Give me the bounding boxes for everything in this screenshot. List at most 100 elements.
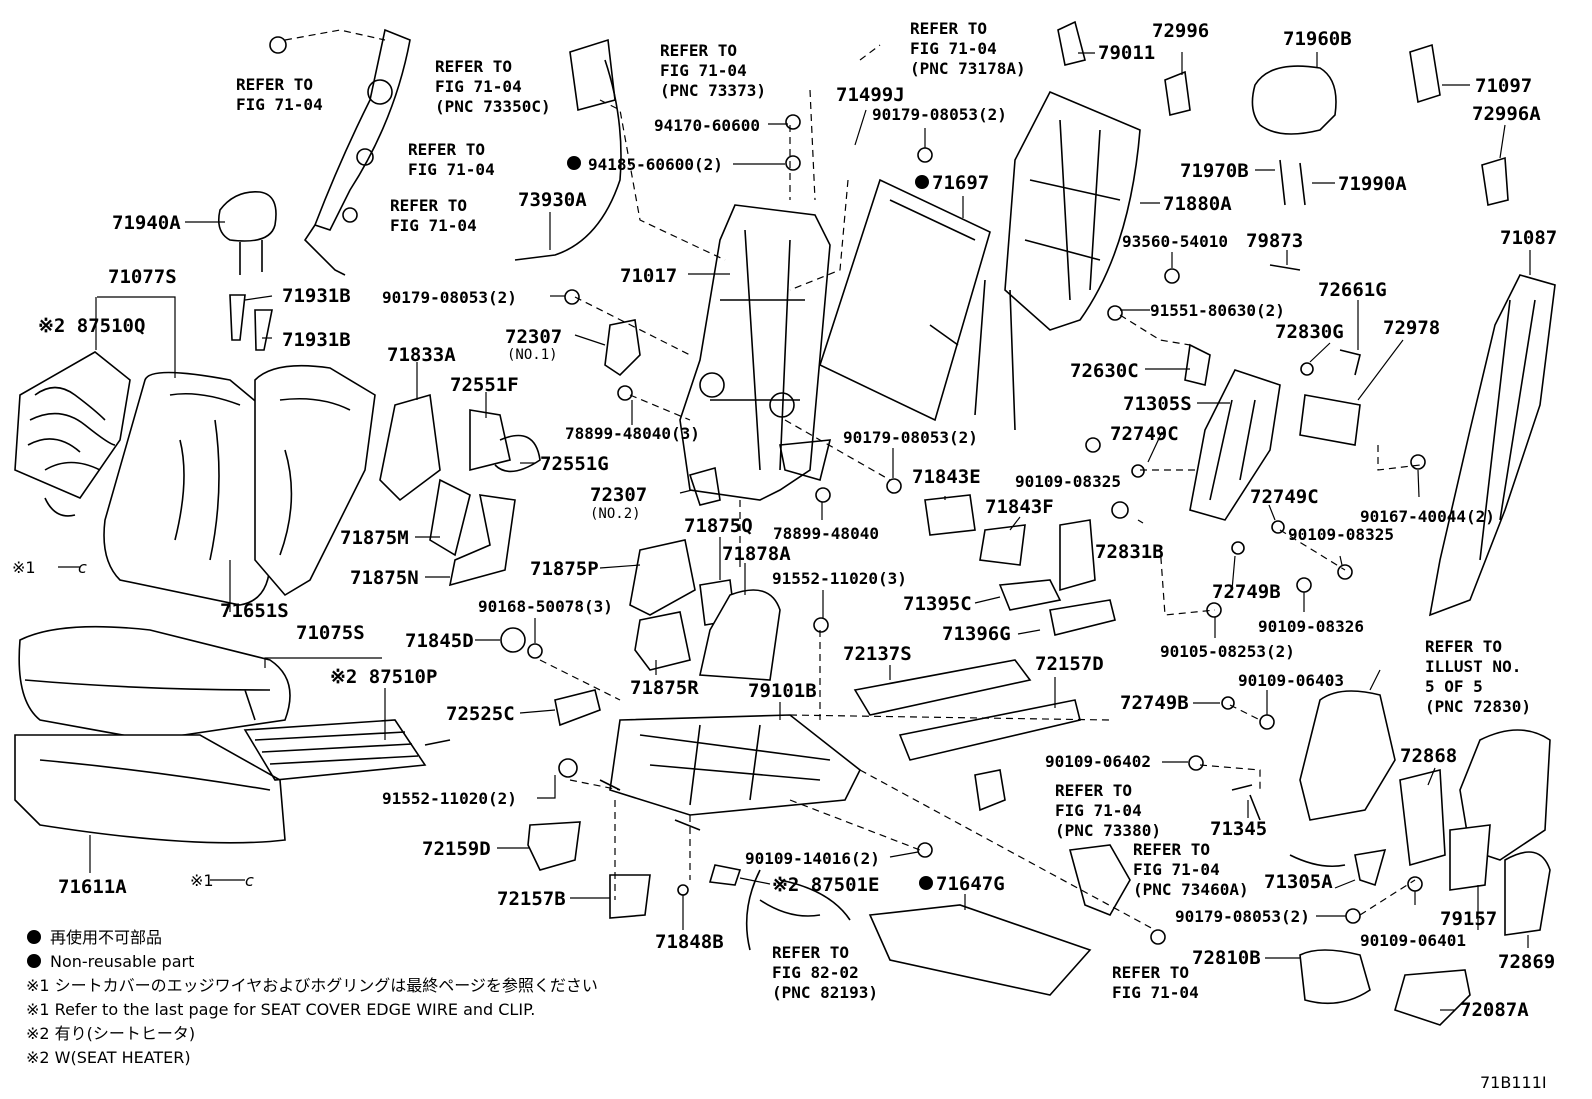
label-90109-08325-b[interactable]: 90109-08325: [1288, 525, 1394, 544]
label-79873[interactable]: 79873: [1246, 230, 1303, 252]
label-72996A[interactable]: 72996A: [1472, 103, 1541, 125]
refer-note[interactable]: REFER TO FIG 71-04: [408, 140, 495, 179]
label-71611A[interactable]: 71611A: [58, 876, 127, 898]
label-71345[interactable]: 71345: [1210, 818, 1267, 840]
refer-note[interactable]: REFER TO FIG 71-04 (PNC 73460A): [1133, 840, 1249, 899]
label-91552-11020-3[interactable]: 91552-11020(3): [772, 569, 907, 588]
label-90109-06401[interactable]: 90109-06401: [1360, 931, 1466, 950]
label-90179-08053-d[interactable]: 90179-08053(2): [1175, 907, 1310, 926]
label-72831B[interactable]: 72831B: [1095, 541, 1164, 563]
label-71077S[interactable]: 71077S: [108, 266, 177, 288]
label-72749C-a[interactable]: 72749C: [1110, 423, 1179, 445]
label-90179-08053-a[interactable]: 90179-08053(2): [382, 288, 517, 307]
refer-note[interactable]: REFER TO FIG 71-04 (PNC 73350C): [435, 57, 551, 116]
label-91551-80630[interactable]: 91551-80630(2): [1150, 301, 1285, 320]
refer-note[interactable]: REFER TO FIG 71-04: [390, 196, 477, 235]
label-90109-06402[interactable]: 90109-06402: [1045, 752, 1151, 771]
label-71097[interactable]: 71097: [1475, 75, 1532, 97]
label-94185-60600[interactable]: 94185-60600(2): [588, 155, 723, 174]
label-72661G[interactable]: 72661G: [1318, 279, 1387, 301]
label-90105-08253[interactable]: 90105-08253(2): [1160, 642, 1295, 661]
label-71848B[interactable]: 71848B: [655, 931, 724, 953]
label-90109-14016[interactable]: 90109-14016(2): [745, 849, 880, 868]
label-71087[interactable]: 71087: [1500, 227, 1557, 249]
label-71843E[interactable]: 71843E: [912, 466, 981, 488]
label-71875N[interactable]: 71875N: [350, 567, 419, 589]
label-72810B[interactable]: 72810B: [1192, 947, 1261, 969]
refer-note[interactable]: REFER TO FIG 71-04: [236, 75, 323, 114]
label-71878A[interactable]: 71878A: [722, 543, 791, 565]
label-78899-48040[interactable]: 78899-48040: [773, 524, 879, 543]
label-71875Q[interactable]: 71875Q: [684, 515, 753, 537]
label-71880A[interactable]: 71880A: [1163, 193, 1232, 215]
label-72868[interactable]: 72868: [1400, 745, 1457, 767]
label-72307-no2[interactable]: 72307: [590, 484, 647, 506]
refer-note[interactable]: REFER TO FIG 71-04 (PNC 73373): [660, 41, 766, 100]
label-72978[interactable]: 72978: [1383, 317, 1440, 339]
label-71305A[interactable]: 71305A: [1264, 871, 1333, 893]
label-87501E[interactable]: ※2 87501E: [772, 874, 879, 896]
label-72749B-a[interactable]: 72749B: [1212, 581, 1281, 603]
label-87510P[interactable]: ※2 87510P: [330, 666, 437, 688]
label-90179-08053-b[interactable]: 90179-08053(2): [872, 105, 1007, 124]
label-72159D[interactable]: 72159D: [422, 838, 491, 860]
label-90109-06403[interactable]: 90109-06403: [1238, 671, 1344, 690]
label-71875R[interactable]: 71875R: [630, 677, 699, 699]
label-71931B-upper[interactable]: 71931B: [282, 285, 351, 307]
label-72749B-b[interactable]: 72749B: [1120, 692, 1189, 714]
label-72630C[interactable]: 72630C: [1070, 360, 1139, 382]
label-72551G[interactable]: 72551G: [540, 453, 609, 475]
label-79101B[interactable]: 79101B: [748, 680, 817, 702]
label-71931B-lower[interactable]: 71931B: [282, 329, 351, 351]
refer-note[interactable]: REFER TO FIG 71-04 (PNC 73380): [1055, 781, 1161, 840]
label-72996[interactable]: 72996: [1152, 20, 1209, 42]
label-90109-08326[interactable]: 90109-08326: [1258, 617, 1364, 636]
label-71305S[interactable]: 71305S: [1123, 393, 1192, 415]
label-72830G[interactable]: 72830G: [1275, 321, 1344, 343]
label-71396G[interactable]: 71396G: [942, 623, 1011, 645]
label-71651S[interactable]: 71651S: [220, 600, 289, 622]
label-71833A[interactable]: 71833A: [387, 344, 456, 366]
label-71499J[interactable]: 71499J: [836, 84, 905, 106]
label-72137S[interactable]: 72137S: [843, 643, 912, 665]
label-78899-48040-3[interactable]: 78899-48040(3): [565, 424, 700, 443]
refer-note[interactable]: REFER TO FIG 71-04: [1112, 963, 1199, 1002]
label-90109-08325-a[interactable]: 90109-08325: [1015, 472, 1121, 491]
refer-note[interactable]: REFER TO ILLUST NO. 5 OF 5 (PNC 72830): [1425, 637, 1531, 716]
label-71017[interactable]: 71017: [620, 265, 677, 287]
label-71875M[interactable]: 71875M: [340, 527, 409, 549]
label-71647G[interactable]: 71647G: [936, 873, 1005, 895]
label-90179-08053-c[interactable]: 90179-08053(2): [843, 428, 978, 447]
label-94170-60600[interactable]: 94170-60600: [654, 116, 760, 135]
label-71970B[interactable]: 71970B: [1180, 160, 1249, 182]
label-93560-54010[interactable]: 93560-54010: [1122, 232, 1228, 251]
refer-to-notes: REFER TO FIG 71-04 REFER TO FIG 71-04 (P…: [236, 19, 1531, 1002]
label-79157[interactable]: 79157: [1440, 908, 1497, 930]
label-72525C[interactable]: 72525C: [446, 703, 515, 725]
label-72551F[interactable]: 72551F: [450, 374, 519, 396]
label-79011[interactable]: 79011: [1098, 42, 1155, 64]
label-72157B[interactable]: 72157B: [497, 888, 566, 910]
label-72087A[interactable]: 72087A: [1460, 999, 1529, 1021]
refer-note[interactable]: REFER TO FIG 82-02 (PNC 82193): [772, 943, 878, 1002]
label-71697[interactable]: 71697: [932, 172, 989, 194]
label-71875P[interactable]: 71875P: [530, 558, 599, 580]
label-90168-50078[interactable]: 90168-50078(3): [478, 597, 613, 616]
label-71960B[interactable]: 71960B: [1283, 28, 1352, 50]
label-91552-11020-2[interactable]: 91552-11020(2): [382, 789, 517, 808]
label-72749C-b[interactable]: 72749C: [1250, 486, 1319, 508]
refer-note[interactable]: REFER TO FIG 71-04 (PNC 73178A): [910, 19, 1026, 78]
label-71075S[interactable]: 71075S: [296, 622, 365, 644]
label-72307-no1[interactable]: 72307: [505, 326, 562, 348]
label-72307-no1-note: (NO.1): [507, 347, 558, 363]
label-71843F[interactable]: 71843F: [985, 496, 1054, 518]
label-71395C[interactable]: 71395C: [903, 593, 972, 615]
label-71845D[interactable]: 71845D: [405, 630, 474, 652]
label-90167-40044[interactable]: 90167-40044(2): [1360, 507, 1495, 526]
label-72157D[interactable]: 72157D: [1035, 653, 1104, 675]
label-87510Q[interactable]: ※2 87510Q: [38, 315, 145, 337]
label-71990A[interactable]: 71990A: [1338, 173, 1407, 195]
label-72869[interactable]: 72869: [1498, 951, 1555, 973]
label-73930A[interactable]: 73930A: [518, 189, 587, 211]
label-71940A[interactable]: 71940A: [112, 212, 181, 234]
